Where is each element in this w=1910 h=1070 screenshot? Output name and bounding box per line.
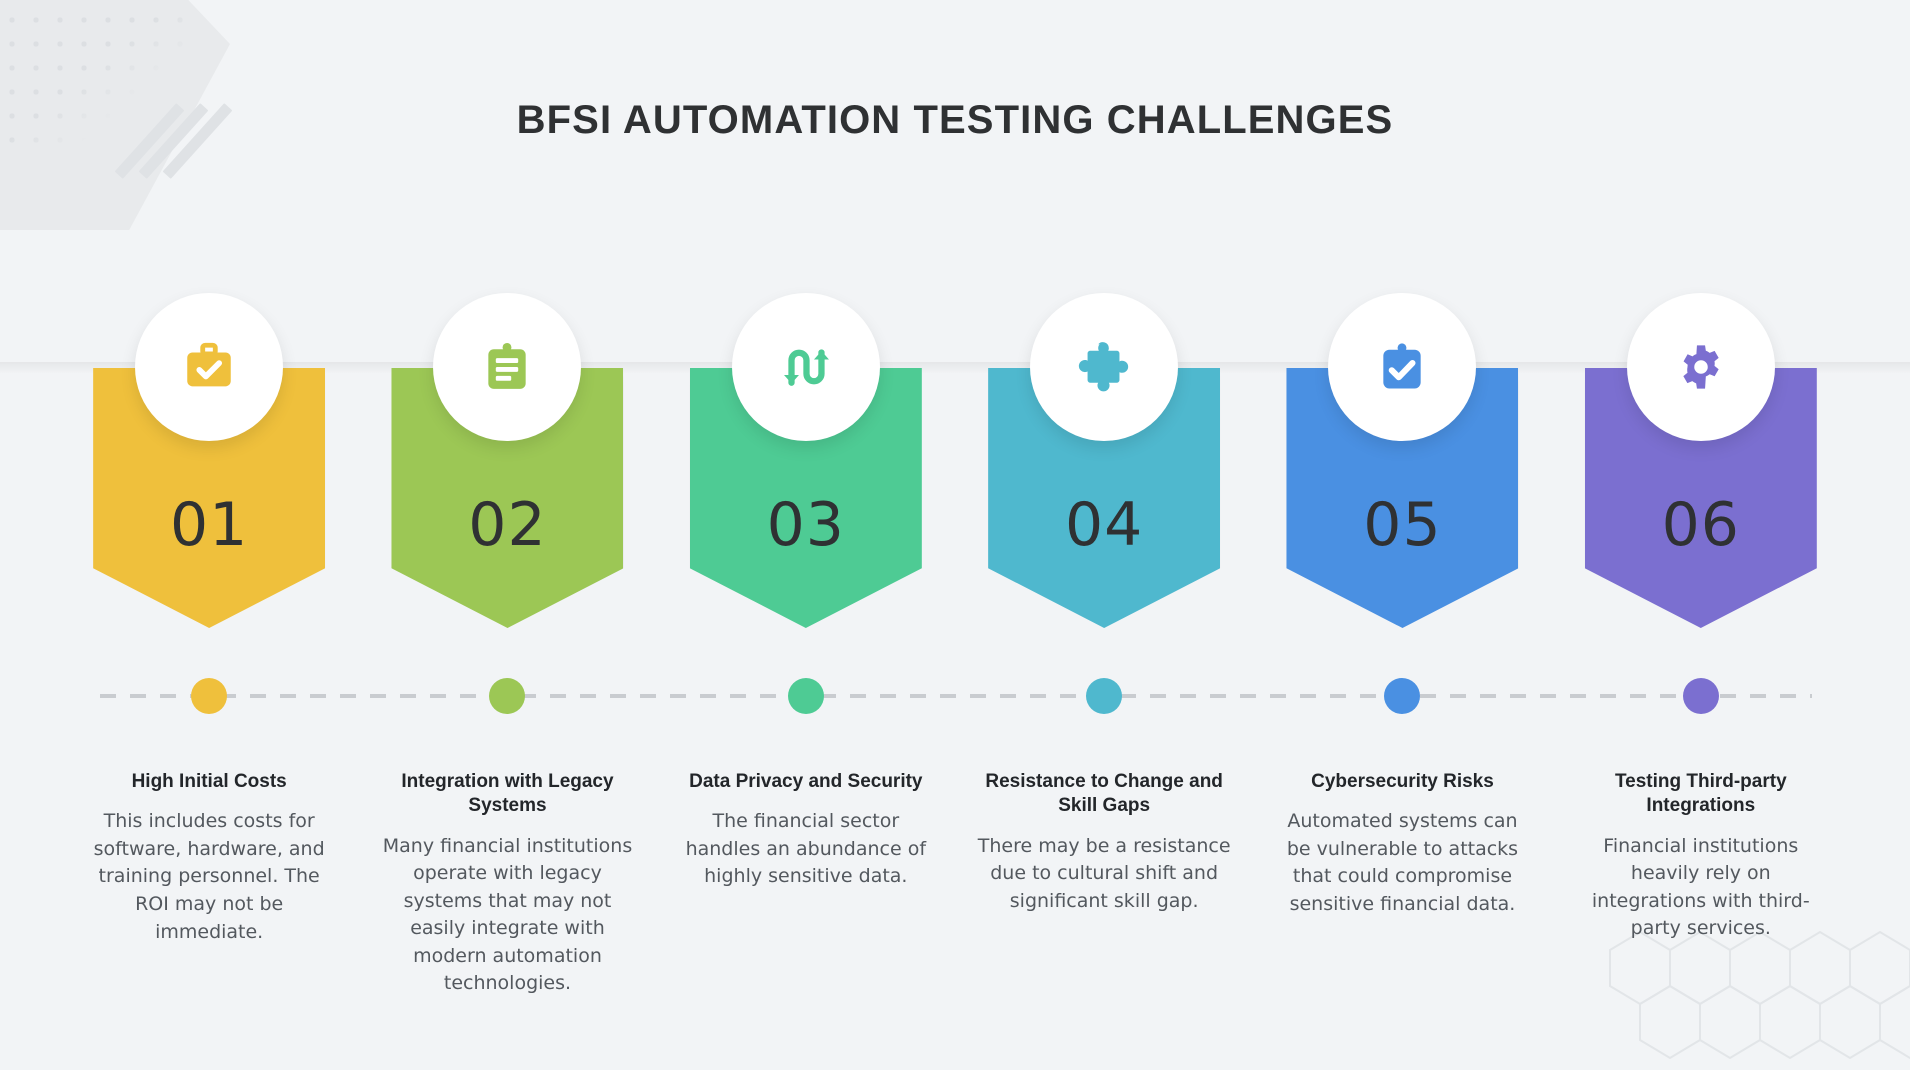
challenge-column-05[interactable]: 05 Cybersecurity Risks Automated systems…	[1253, 0, 1551, 1070]
timeline-dot-04	[1086, 678, 1123, 714]
banner-number: 05	[1363, 490, 1442, 560]
gear-icon	[1674, 340, 1728, 394]
banner-number: 01	[169, 490, 249, 560]
item-title: Resistance to Change and Skill Gaps	[985, 771, 1223, 817]
item-description: Financial institutions heavily rely on i…	[1591, 834, 1810, 940]
briefcase-check-icon	[180, 338, 238, 396]
banner-number: 02	[468, 490, 547, 560]
item-description: Automated systems can be vulnerable to a…	[1286, 810, 1519, 915]
banner-number: 06	[1661, 490, 1740, 560]
icon-bubble-05[interactable]	[1328, 293, 1477, 441]
icon-bubble-01[interactable]	[135, 293, 284, 441]
timeline-dot-05	[1384, 678, 1421, 714]
item-description: There may be a resistance due to cultura…	[977, 834, 1231, 912]
item-description: The financial sector handles an abundanc…	[685, 810, 927, 888]
item-description: Many financial institutions operate with…	[382, 834, 633, 995]
icon-bubble-06[interactable]	[1626, 293, 1775, 441]
timeline-dashed-line	[100, 694, 1812, 698]
timeline-dot-01	[191, 678, 228, 714]
icon-bubble-02[interactable]	[433, 293, 582, 441]
transfer-arrows-icon	[777, 338, 835, 396]
item-title: Testing Third-party Integrations	[1614, 771, 1787, 817]
challenge-column-04[interactable]: 04 Resistance to Change and Skill Gaps T…	[955, 0, 1253, 1070]
text-block-05: Cybersecurity Risks Automated systems ca…	[1273, 770, 1531, 919]
challenge-column-01[interactable]: 01 High Initial Costs This includes cost…	[60, 0, 358, 1070]
clipboard-lines-icon	[479, 339, 535, 395]
item-title: Data Privacy and Security	[689, 771, 923, 792]
timeline-dot-06	[1682, 678, 1719, 714]
text-block-03: Data Privacy and Security The financial …	[677, 770, 935, 891]
challenge-columns: 01 High Initial Costs This includes cost…	[60, 0, 1850, 1070]
text-block-02: Integration with Legacy Systems Many fin…	[378, 770, 636, 998]
banner-number: 03	[766, 490, 845, 560]
puzzle-piece-icon	[1075, 338, 1133, 396]
text-block-04: Resistance to Change and Skill Gaps Ther…	[975, 770, 1233, 915]
text-block-06: Testing Third-party Integrations Financi…	[1572, 770, 1830, 943]
challenge-column-03[interactable]: 03 Data Privacy and Security The financi…	[657, 0, 955, 1070]
challenge-column-02[interactable]: 02 Integration with Legacy Systems Many …	[358, 0, 656, 1070]
item-title: Cybersecurity Risks	[1311, 771, 1494, 792]
timeline-dot-03	[787, 678, 824, 714]
challenge-column-06[interactable]: 06 Testing Third-party Integrations Fina…	[1552, 0, 1850, 1070]
text-block-01: High Initial Costs This includes costs f…	[80, 770, 338, 946]
clipboard-check-icon	[1374, 339, 1430, 395]
icon-bubble-03[interactable]	[731, 293, 880, 441]
item-title: Integration with Legacy Systems	[401, 771, 614, 817]
banner-number: 04	[1064, 490, 1144, 560]
timeline-dot-02	[489, 678, 526, 714]
icon-bubble-04[interactable]	[1030, 293, 1179, 441]
item-description: This includes costs for software, hardwa…	[93, 810, 325, 943]
page-title: BFSI AUTOMATION TESTING CHALLENGES	[516, 98, 1394, 142]
item-title: High Initial Costs	[131, 771, 287, 792]
